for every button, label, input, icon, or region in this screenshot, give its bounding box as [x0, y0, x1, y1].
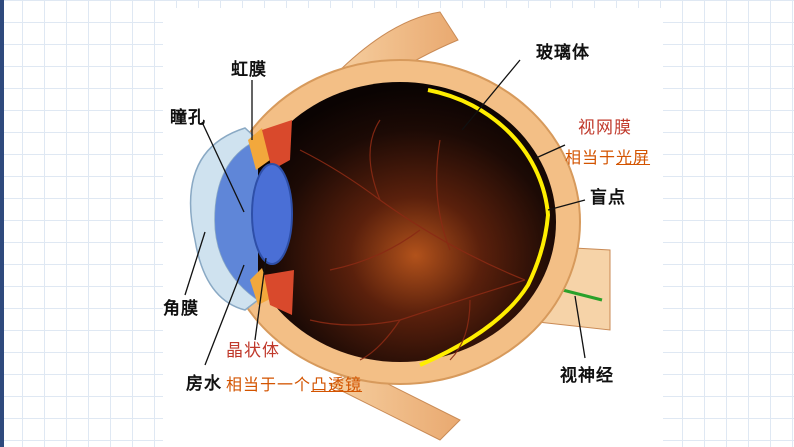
- anterior-chamber: [215, 140, 258, 300]
- label-optic-nerve: 视神经: [560, 366, 614, 386]
- ciliary-upper: [262, 120, 292, 170]
- iris-lower: [250, 268, 272, 305]
- blood-vessels: [299, 119, 526, 361]
- label-cornea: 角膜: [163, 299, 199, 319]
- label-vitreous: 玻璃体: [536, 43, 590, 63]
- pointer-aqueous: [204, 264, 245, 366]
- label-retina-note: 相当于光屏: [565, 144, 650, 168]
- label-blind-spot: 盲点: [590, 188, 626, 208]
- pointer-optic-nerve: [574, 295, 586, 359]
- pointer-vitreous: [461, 59, 521, 131]
- pointer-lens: [254, 257, 267, 341]
- label-retina: 视网膜: [578, 118, 632, 138]
- eye-interior: [244, 82, 556, 362]
- pointer-cornea: [184, 231, 206, 296]
- label-aqueous: 房水: [186, 374, 222, 394]
- lens-shape: [251, 163, 293, 265]
- retina-note-screen: 光屏: [616, 148, 651, 167]
- pointer-blind-spot: [547, 199, 586, 211]
- retina-line: [419, 88, 551, 367]
- pointer-retina: [535, 144, 566, 159]
- label-iris: 虹膜: [231, 60, 267, 80]
- retina-note-prefix: 相当于: [565, 148, 617, 167]
- lens-note-prefix: 相当于一个: [226, 375, 312, 394]
- ciliary-lower: [264, 270, 294, 315]
- pointer-pupil: [201, 121, 245, 213]
- label-lens-note: 相当于一个凸透镜: [226, 371, 362, 395]
- left-rule: [0, 0, 4, 447]
- lens-note-convex: 凸透镜: [311, 375, 363, 394]
- label-pupil: 瞳孔: [170, 108, 206, 128]
- label-lens: 晶状体: [226, 341, 280, 361]
